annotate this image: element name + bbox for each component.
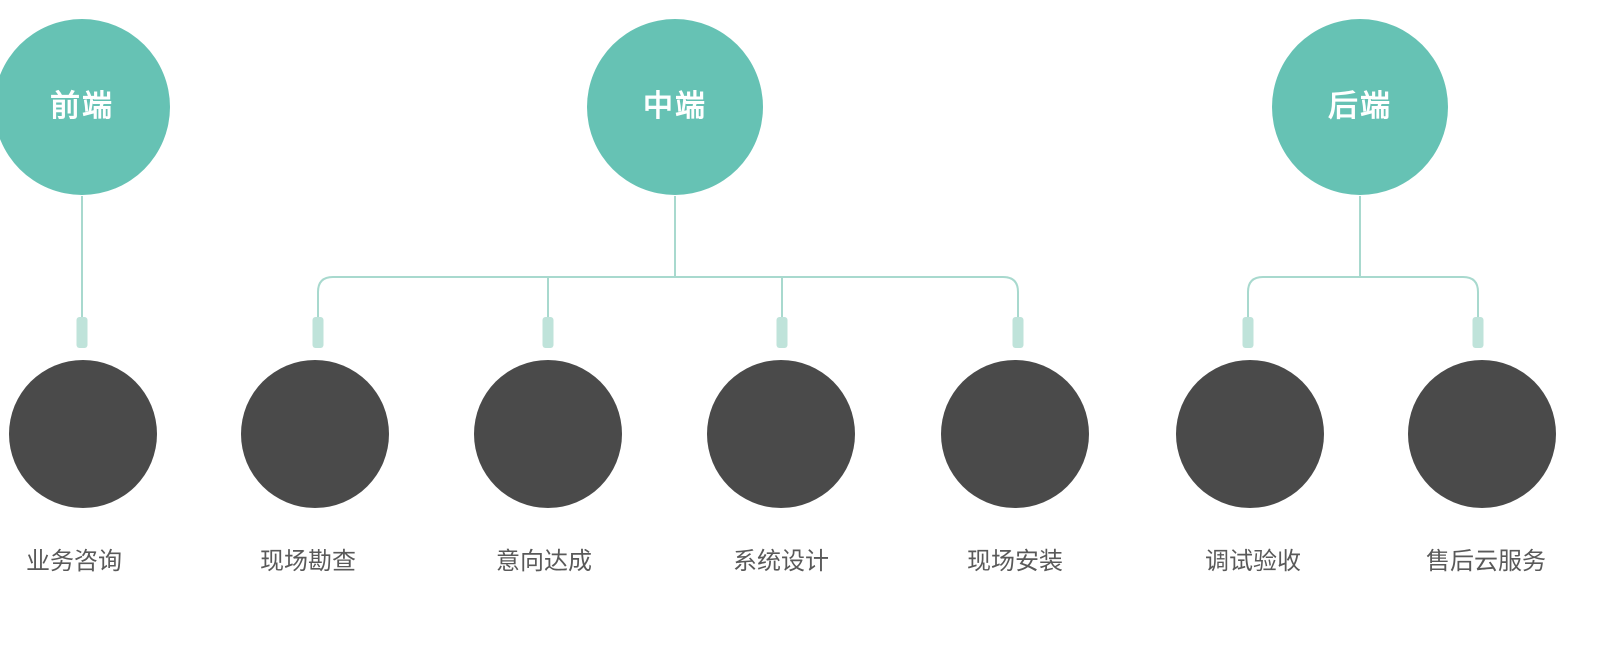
tier-node-back[interactable]: 后端 (1272, 19, 1448, 195)
tier-node-middle[interactable]: 中端 (587, 19, 763, 195)
step-label-5: 现场安装 (967, 548, 1063, 575)
step-node-3[interactable] (474, 360, 622, 508)
connector-back-bus (1247, 276, 1479, 320)
tier-label-back: 后端 (1328, 90, 1392, 123)
connector-pill-1 (76, 317, 88, 348)
step-node-5[interactable] (941, 360, 1089, 508)
step-node-4[interactable] (707, 360, 855, 508)
step-label-6: 调试验收 (1205, 548, 1301, 575)
connector-pill-7 (1472, 317, 1484, 348)
connector-pill-2 (312, 317, 324, 348)
step-label-4: 系统设计 (733, 548, 829, 575)
tier-label-front: 前端 (50, 90, 114, 123)
step-label-7: 售后云服务 (1426, 548, 1546, 575)
step-node-7[interactable] (1408, 360, 1556, 508)
tier-label-middle: 中端 (643, 90, 707, 123)
step-label-1: 业务咨询 (26, 548, 122, 575)
step-node-6[interactable] (1176, 360, 1324, 508)
step-label-3: 意向达成 (496, 548, 592, 575)
step-node-2[interactable] (241, 360, 389, 508)
connector-pill-3 (542, 317, 554, 348)
step-node-1[interactable] (9, 360, 157, 508)
connector-pill-6 (1242, 317, 1254, 348)
connector-middle-bus (317, 276, 1019, 320)
connector-pill-5 (1012, 317, 1024, 348)
connector-pill-4 (776, 317, 788, 348)
step-label-2: 现场勘查 (260, 548, 356, 575)
tier-node-front[interactable]: 前端 (0, 19, 170, 195)
